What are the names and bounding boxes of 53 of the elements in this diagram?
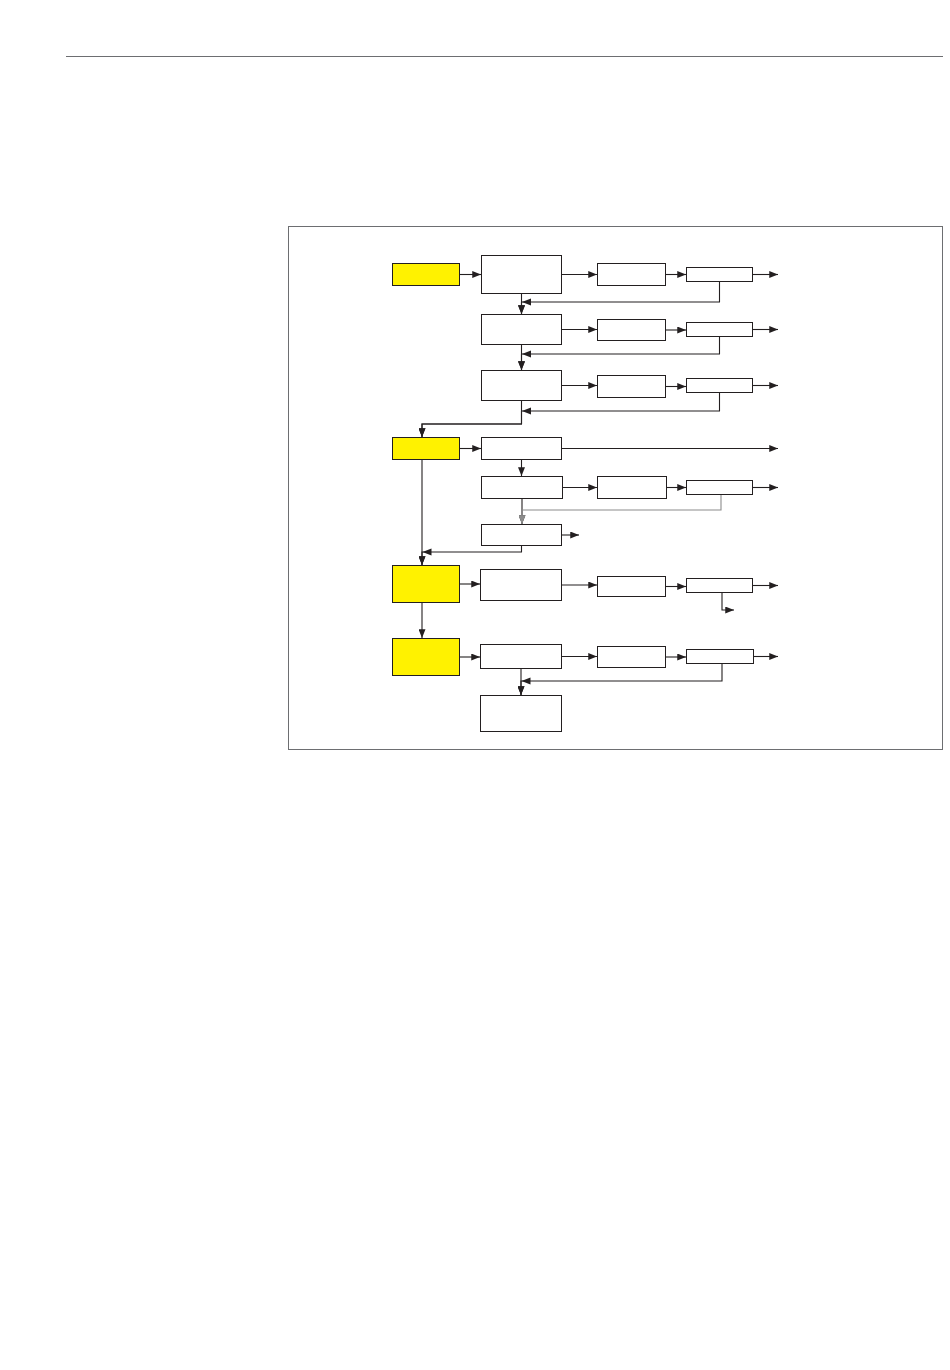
arrow bbox=[666, 484, 687, 491]
arrow bbox=[561, 326, 598, 333]
stage-box bbox=[392, 638, 460, 676]
arrow bbox=[418, 602, 426, 639]
arrow bbox=[665, 653, 687, 661]
arrow bbox=[665, 326, 687, 334]
arrow bbox=[665, 583, 687, 590]
arrow bbox=[518, 459, 525, 477]
arrow bbox=[561, 382, 598, 389]
arrow bbox=[459, 271, 482, 278]
arrow bbox=[459, 580, 481, 588]
process-box bbox=[481, 255, 562, 294]
process-box bbox=[481, 370, 562, 401]
process-box bbox=[686, 378, 753, 393]
output-arrow bbox=[721, 592, 735, 614]
process-box bbox=[597, 263, 666, 286]
stage-box bbox=[392, 437, 460, 460]
process-box bbox=[597, 646, 666, 668]
process-box bbox=[686, 267, 753, 282]
output-arrow bbox=[561, 445, 779, 452]
arrow bbox=[459, 445, 482, 452]
process-box bbox=[481, 437, 562, 460]
arrow bbox=[518, 494, 722, 525]
process-box bbox=[597, 476, 667, 499]
process-box bbox=[481, 524, 562, 546]
arrow bbox=[561, 653, 598, 660]
process-box bbox=[597, 319, 666, 341]
output-arrow bbox=[752, 484, 779, 491]
process-box bbox=[481, 314, 562, 345]
process-box bbox=[686, 480, 753, 495]
arrow bbox=[561, 271, 598, 278]
process-box bbox=[686, 649, 754, 664]
arrow bbox=[665, 383, 687, 390]
output-arrow bbox=[561, 531, 580, 539]
process-box bbox=[480, 569, 562, 601]
process-box bbox=[481, 476, 563, 499]
output-arrow bbox=[752, 326, 779, 333]
process-box bbox=[480, 644, 562, 669]
process-box bbox=[686, 578, 753, 593]
output-arrow bbox=[752, 582, 779, 589]
output-arrow bbox=[753, 653, 779, 660]
arrow bbox=[561, 581, 598, 589]
process-box bbox=[480, 695, 562, 732]
output-arrow bbox=[752, 382, 779, 389]
stage-box bbox=[392, 263, 460, 286]
arrow bbox=[562, 484, 598, 491]
arrow bbox=[459, 653, 481, 661]
stage-box bbox=[392, 565, 460, 603]
process-box bbox=[597, 375, 666, 398]
arrow bbox=[665, 271, 687, 278]
process-box bbox=[686, 322, 753, 337]
process-box bbox=[597, 576, 666, 597]
output-arrow bbox=[752, 271, 779, 278]
